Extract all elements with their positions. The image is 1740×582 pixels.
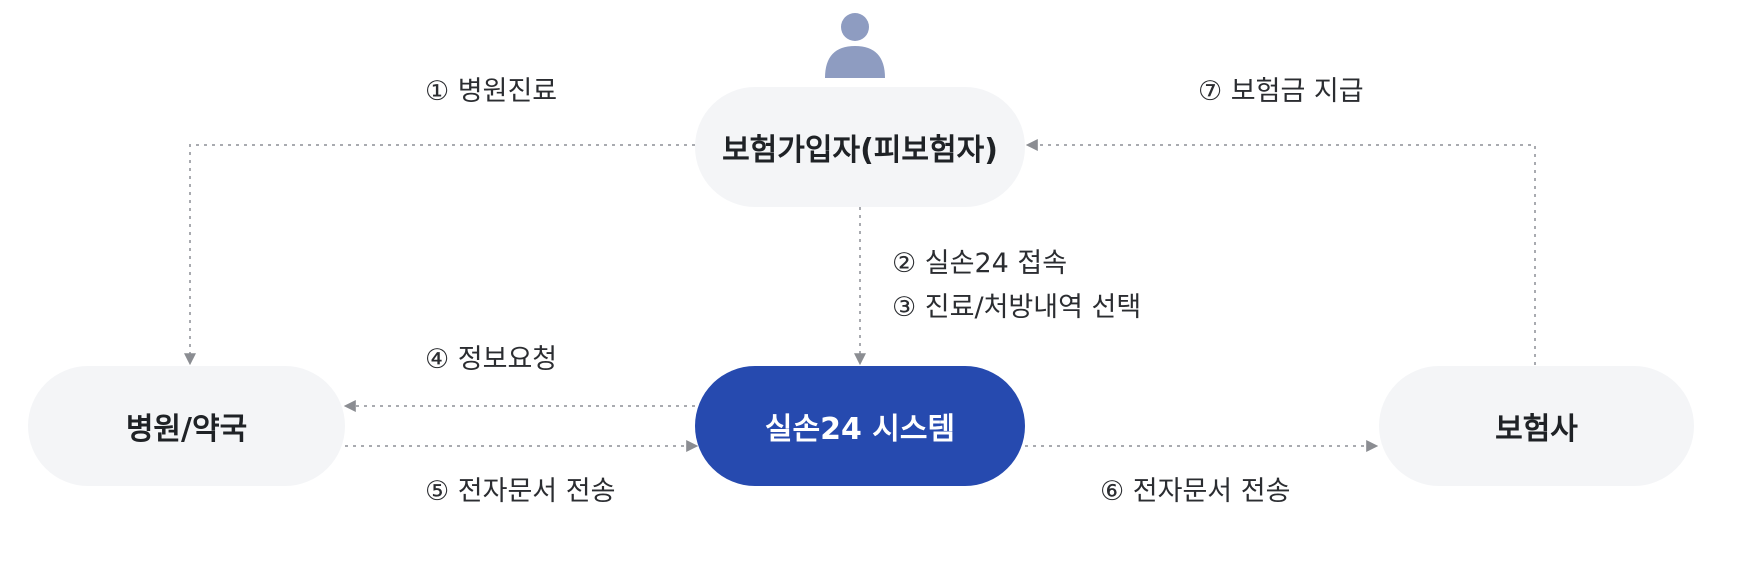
hospital-node-label: 병원/약국 xyxy=(125,412,248,447)
hospital-node: 병원/약국 xyxy=(28,366,345,486)
step1-label: ① 병원진료 xyxy=(425,76,558,107)
insurer-node-label: 보험사 xyxy=(1495,412,1578,447)
step4-label: ④ 정보요청 xyxy=(425,344,558,375)
connector-step1 xyxy=(184,144,695,366)
insured-node: 보험가입자(피보험자) xyxy=(695,87,1025,207)
step2-label: ② 실손24 접속 xyxy=(892,248,1068,279)
insurer-node: 보험사 xyxy=(1379,366,1694,486)
insured-node-label: 보험가입자(피보험자) xyxy=(722,133,998,168)
step5-label: ⑤ 전자문서 전송 xyxy=(425,476,616,507)
step6-label: ⑥ 전자문서 전송 xyxy=(1100,476,1291,507)
system-node: 실손24 시스템 xyxy=(695,366,1025,486)
connector-step7 xyxy=(1025,139,1536,365)
step7-label: ⑦ 보험금 지급 xyxy=(1198,76,1364,107)
system-node-label: 실손24 시스템 xyxy=(764,412,956,447)
person-icon xyxy=(825,13,885,78)
step3-label: ③ 진료/처방내역 선택 xyxy=(892,292,1142,323)
